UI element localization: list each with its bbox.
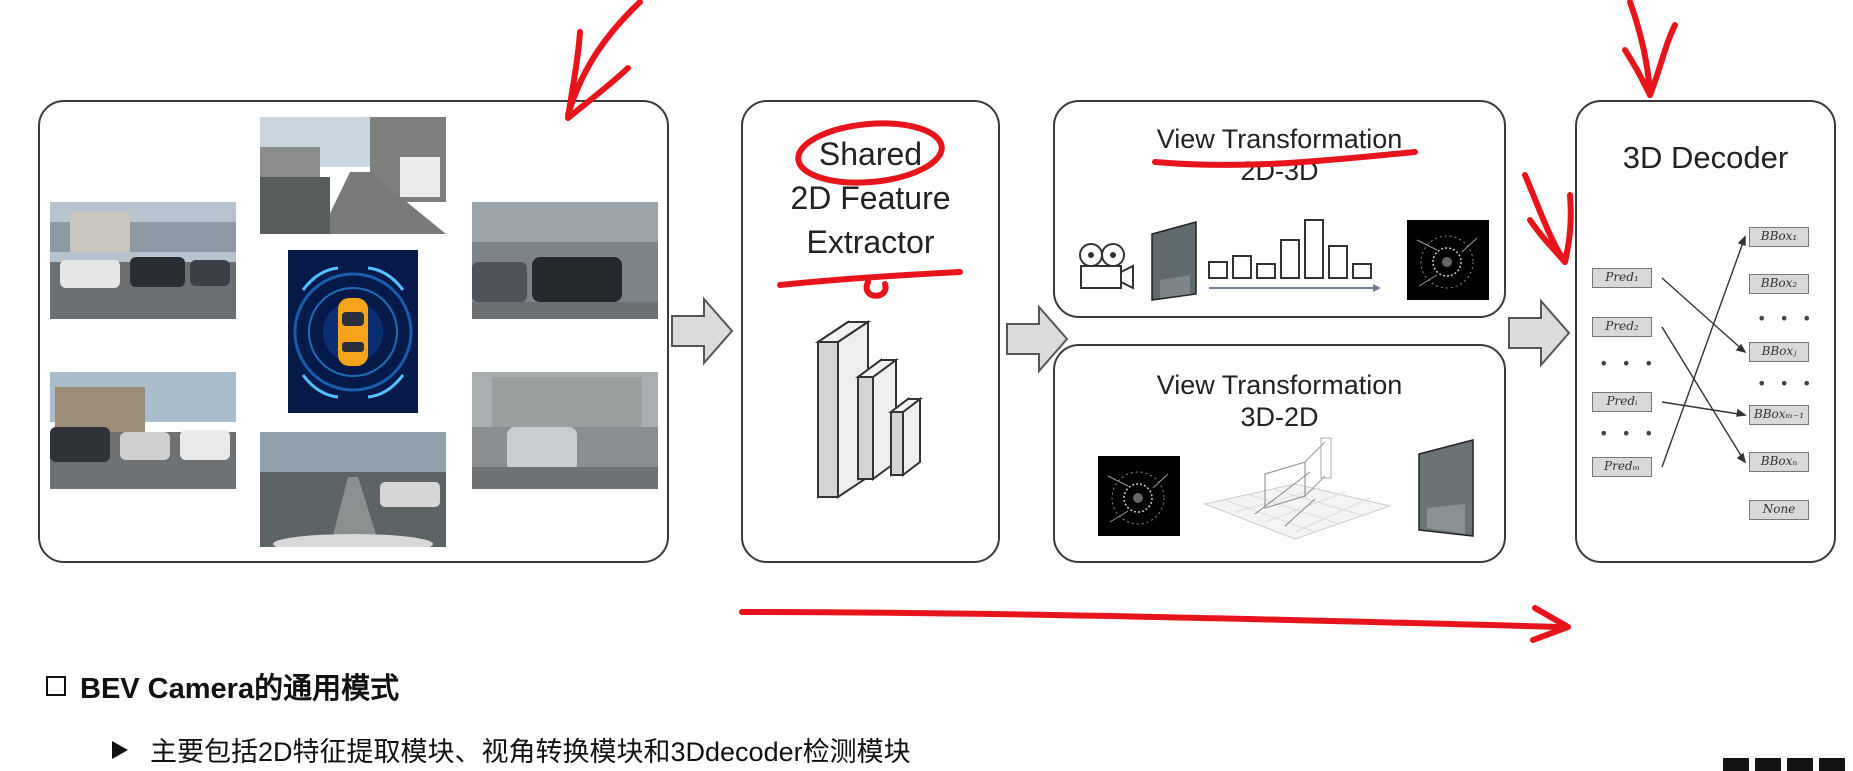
bbox-box-j: BBoxⱼ [1749, 342, 1809, 362]
checkbox-square-icon [46, 676, 66, 696]
decoder-title: 3D Decoder [1622, 140, 1789, 175]
camera-image-back-left [50, 372, 236, 489]
cnn-layers-icon [814, 320, 923, 499]
annotation-arrowhead-top-right [1622, 22, 1678, 98]
pred-ellipsis-1: • • • [1599, 354, 1658, 373]
feature-extractor-title-2: 2D Feature [790, 180, 951, 216]
feature-extractor-title-3: Extractor [806, 224, 935, 260]
bev-car-icon [288, 250, 418, 413]
flow-arrow-2 [1006, 304, 1069, 374]
pred-box-m: Predₘ [1592, 457, 1652, 477]
section-heading: BEV Camera的通用模式 [46, 665, 399, 707]
bbox-box-1: BBox₁ [1749, 227, 1809, 247]
annotation-arrow-decoder [1522, 172, 1568, 265]
view-transform-2d3d-panel: View Transformation 2D-3D [1053, 100, 1506, 318]
annotation-arrow-bottom [739, 609, 1566, 630]
histogram-icon [1208, 219, 1381, 292]
flow-arrow-1 [671, 296, 734, 366]
pred-box-2: Pred₂ [1592, 317, 1652, 337]
projection-grid-icon [1203, 437, 1392, 540]
view-transform-2d3d-title: View Transformation [1156, 124, 1403, 154]
annotation-arrowhead-decoder [1527, 192, 1574, 265]
bbox-box-none: None [1749, 500, 1809, 520]
camera-image-front [260, 117, 446, 234]
pred-box-i: Predᵢ [1592, 392, 1652, 412]
decoder-panel: 3D Decoder Pred₁ Pred₂ • • • Predᵢ • • •… [1575, 100, 1836, 563]
video-camera-icon [1079, 243, 1134, 290]
annotation-arrowhead-bottom [1530, 605, 1571, 643]
bev-scan-icon-2 [1098, 456, 1180, 536]
camera-image-front-left [50, 202, 236, 319]
section-bullet: 主要包括2D特征提取模块、视角转换模块和3Ddecoder检测模块 [112, 730, 911, 769]
watermark-logo [1723, 758, 1845, 771]
flow-arrow-3 [1508, 298, 1571, 368]
feature-extractor-title-1: Shared [818, 136, 923, 172]
view-transform-2d3d-subtitle: 2D-3D [1240, 156, 1319, 186]
camera-inputs-panel [38, 100, 669, 563]
view-transform-3d2d-panel: View Transformation 3D-2D [1053, 344, 1506, 563]
section-heading-text: BEV Camera的通用模式 [80, 673, 400, 705]
bev-scan-icon [1407, 220, 1489, 300]
annotation-arrow-top-left [565, 0, 643, 118]
matching-lines [1661, 235, 1747, 468]
bbox-box-n: BBoxₙ [1749, 452, 1809, 472]
image-plane-icon [1151, 221, 1197, 301]
view-transform-3d2d-title: View Transformation [1156, 370, 1403, 400]
camera-image-back-right [472, 372, 658, 489]
bbox-ellipsis-1: • • • [1757, 309, 1816, 328]
view-transform-3d2d-subtitle: 3D-2D [1240, 402, 1319, 432]
bbox-ellipsis-2: • • • [1757, 374, 1816, 393]
camera-image-back [260, 432, 446, 547]
image-plane-icon-2 [1418, 439, 1474, 537]
bbox-box-2: BBox₂ [1749, 274, 1809, 294]
annotation-arrow-top-right [1627, 0, 1653, 98]
pred-box-1: Pred₁ [1592, 268, 1652, 288]
pred-ellipsis-2: • • • [1599, 424, 1658, 443]
bbox-box-n-minus-1: BBoxₘ₋₁ [1749, 405, 1809, 425]
feature-extractor-panel: Shared 2D Feature Extractor [741, 100, 1000, 563]
camera-image-front-right [472, 202, 658, 319]
section-bullet-text: 主要包括2D特征提取模块、视角转换模块和3Ddecoder检测模块 [150, 737, 911, 767]
bullet-arrow-icon [112, 740, 128, 759]
